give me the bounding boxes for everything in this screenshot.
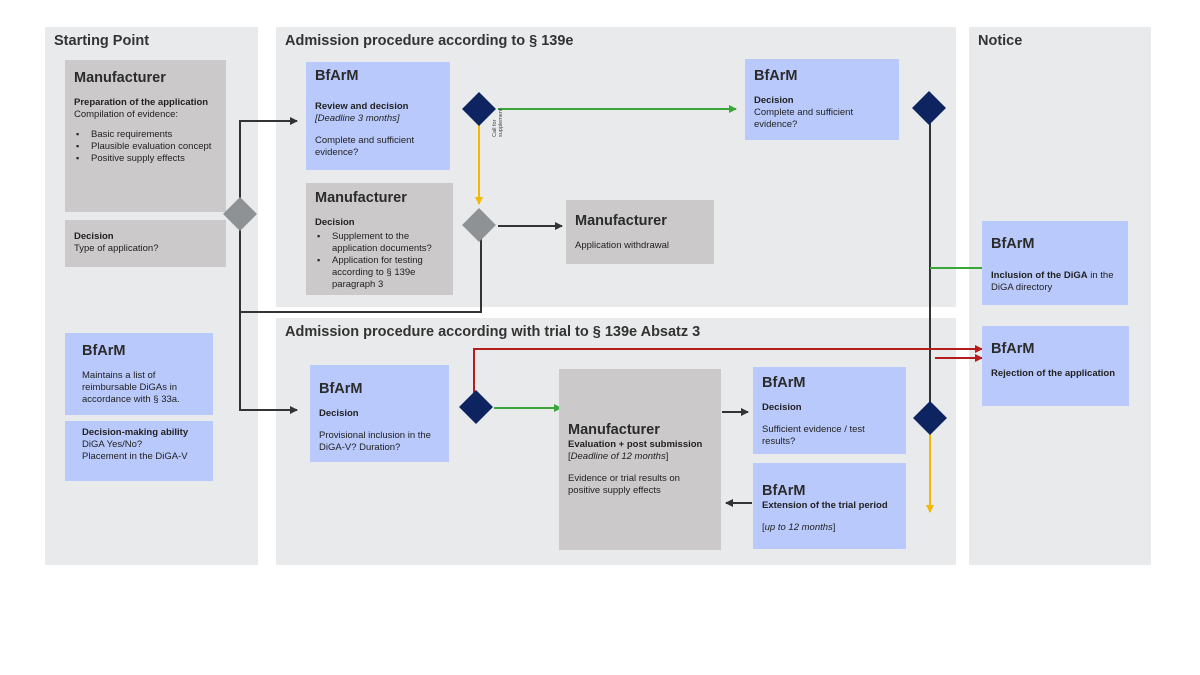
bfarm-review-box: BfArM Review and decision [Deadline 3 mo…: [306, 62, 450, 170]
box-subtitle: Extension of the trial period: [762, 500, 888, 512]
bracket-open: [: [568, 451, 571, 462]
box-title: BfArM: [319, 381, 363, 397]
manufacturer-evaluation-box: Manufacturer Evaluation + post submissio…: [559, 369, 721, 550]
box-title: Manufacturer: [74, 70, 166, 86]
extension-value: up to 12 months: [764, 522, 833, 533]
box-title: Manufacturer: [575, 213, 667, 229]
box-text: Compilation of evidence:: [74, 109, 179, 120]
lane-title-admission-139e: Admission procedure according to § 139e: [285, 33, 574, 49]
box-subtitle: Evaluation + post submission: [568, 439, 703, 451]
box-title: BfArM: [82, 343, 126, 359]
box-title: BfArM: [762, 375, 806, 391]
box-title: Manufacturer: [315, 190, 407, 206]
deadline-text: [Deadline 3 months]: [315, 113, 400, 124]
box-text: Placement in the DiGA-V: [82, 450, 188, 462]
list-item: Application for testing according to § 1…: [317, 255, 444, 291]
evidence-list: Basic requirements Plausible evaluation …: [74, 129, 217, 165]
decision-options-list: Supplement to the application documents?…: [315, 231, 444, 290]
bracket-close: ]: [665, 451, 669, 462]
bfarm-list-box: BfArM Maintains a list of reimbursable D…: [65, 333, 213, 415]
box-text: Complete and sufficient evidence?: [754, 107, 854, 130]
box-subtitle: Decision: [762, 402, 802, 414]
box-title: Manufacturer: [568, 422, 660, 438]
lane-title-notice: Notice: [978, 33, 1023, 49]
box-text: Application withdrawal: [575, 240, 669, 252]
box-subtitle: Decision: [74, 231, 114, 242]
list-item: Basic requirements: [76, 129, 217, 141]
manufacturer-withdrawal-box: Manufacturer Application withdrawal: [566, 200, 714, 264]
deadline-text: [Deadline of 12 months]: [568, 451, 712, 463]
bracket-close: ]: [832, 522, 836, 533]
box-title: BfArM: [315, 68, 359, 84]
decision-ability-box: Decision-making ability DiGA Yes/No? Pla…: [65, 421, 213, 481]
box-title: BfArM: [762, 483, 806, 499]
connector-provisional-to-rejection: [473, 345, 983, 395]
box-text: Complete and sufficient evidence?: [315, 134, 415, 158]
call-for-supplement-label: Call for supplement: [492, 108, 505, 137]
bfarm-extension-box: BfArM Extension of the trial period [up …: [753, 463, 906, 549]
decision-type-box: Decision Type of application?: [65, 220, 226, 267]
list-item: Positive supply effects: [76, 153, 217, 165]
box-text: Type of application?: [74, 242, 159, 254]
bfarm-sufficient-box: BfArM Decision Sufficient evidence / tes…: [753, 367, 906, 454]
box-text: Provisional inclusion in the DiGA-V? Dur…: [319, 430, 431, 453]
box-title: BfArM: [754, 68, 798, 84]
connector-manufacturer-to-trial: [240, 238, 482, 313]
lane-title-admission-trial: Admission procedure according with trial…: [285, 324, 701, 340]
bfarm-inclusion-box: BfArM Inclusion of the DiGA in the DiGA …: [982, 221, 1128, 305]
box-text: Evidence or trial results on positive su…: [568, 472, 680, 496]
box-text: in the DiGA directory: [991, 270, 1114, 293]
manufacturer-preparation-box: Manufacturer Preparation of the applicat…: [65, 60, 226, 212]
connector-start-to-provisional: [239, 214, 298, 414]
box-text: Sufficient evidence / test results?: [762, 424, 865, 447]
box-title: BfArM: [991, 236, 1035, 252]
box-subtitle: Decision-making ability: [82, 427, 189, 438]
connector-start-to-review: [239, 117, 298, 214]
box-subtitle: Review and decision: [315, 101, 409, 113]
bfarm-provisional-box: BfArM Decision Provisional inclusion in …: [310, 365, 449, 462]
box-text: Maintains a list of reimbursable DiGAs i…: [82, 370, 180, 405]
bfarm-final-decision-box: BfArM Decision Complete and sufficient e…: [745, 59, 899, 140]
box-subtitle: Preparation of the application: [74, 97, 209, 109]
manufacturer-decision-box: Manufacturer Decision Supplement to the …: [306, 183, 453, 295]
lane-title-starting-point: Starting Point: [54, 33, 150, 49]
box-text: DiGA Yes/No?: [82, 438, 143, 450]
bracket-open: [: [762, 522, 765, 533]
deadline-value: Deadline of 12 months: [570, 451, 666, 462]
box-subtitle: Decision: [319, 408, 359, 420]
box-title: BfArM: [991, 341, 1035, 357]
box-subtitle: Rejection of the application: [991, 368, 1116, 380]
box-subtitle: Decision: [754, 95, 794, 107]
box-text: [up to 12 months]: [762, 522, 897, 534]
box-subtitle: Decision: [315, 217, 355, 229]
bfarm-rejection-box: BfArM Rejection of the application: [982, 326, 1129, 406]
list-item: Supplement to the application documents?: [317, 231, 444, 255]
list-item: Plausible evaluation concept: [76, 141, 217, 153]
box-text-bold: Inclusion of the DiGA: [991, 270, 1088, 282]
